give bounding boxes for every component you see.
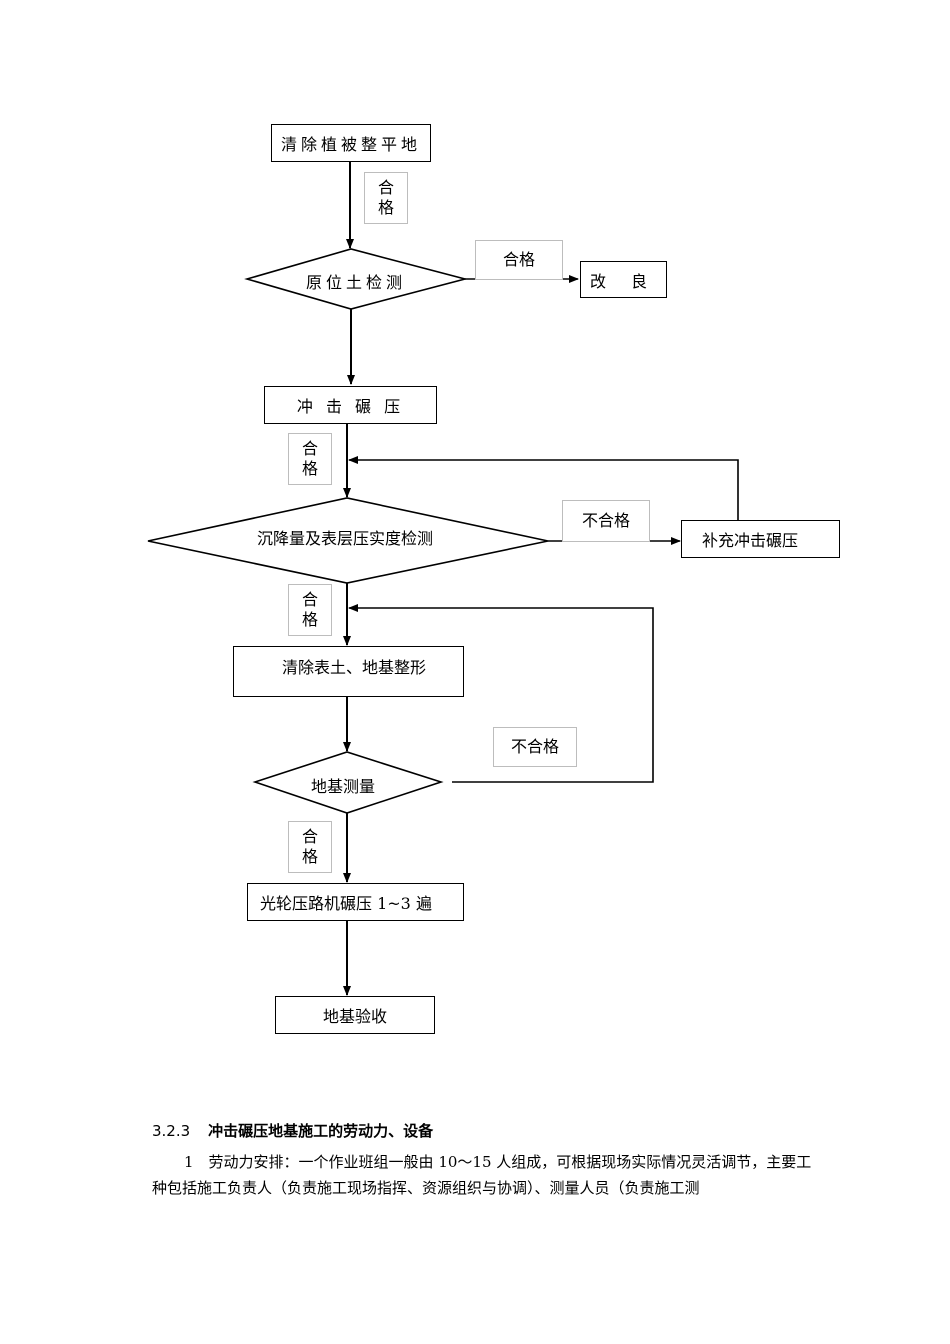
section-paragraph: 1 劳动力安排：一个作业班组一般由 10～15 人组成，可根据现场实际情况灵活调…	[152, 1153, 812, 1197]
arrow-supplement-loop	[348, 456, 739, 520]
node-supplement-compaction: 补充冲击碾压	[681, 520, 840, 558]
node-clear-vegetation: 清除植被整平地	[271, 124, 431, 162]
tag-fail-1: 不合格	[562, 500, 650, 542]
tag-pass-5-char-2: 格	[301, 847, 318, 866]
node-clear-topsoil: 清除表土、地基整形	[233, 646, 464, 697]
tag-pass-1-char-1: 合	[377, 178, 394, 197]
section-title: 冲击碾压地基施工的劳动力、设备	[208, 1122, 434, 1140]
tag-pass-2: 合格	[475, 240, 563, 280]
node-acceptance: 地基验收	[275, 996, 435, 1034]
tag-pass-3-char-2: 格	[301, 459, 318, 478]
tag-pass-5: 合 格	[288, 821, 332, 873]
foundation-survey-diamond	[252, 751, 444, 814]
label-settlement-test: 沉降量及表层压实度检测	[256, 529, 434, 548]
tag-pass-4-char-1: 合	[301, 590, 318, 609]
tag-pass-5-char-1: 合	[301, 827, 318, 846]
tag-pass-4: 合 格	[288, 584, 332, 636]
section-number: 3.2.3	[152, 1122, 191, 1140]
text-section: 3.2.3 冲击碾压地基施工的劳动力、设备 1 劳动力安排：一个作业班组一般由 1…	[152, 1120, 812, 1201]
arrow-survey-loop	[348, 604, 654, 783]
node-improve: 改 良	[580, 261, 667, 298]
flowchart: 清除植被整平地 改 良 冲 击 碾 压 补充冲击碾压 清除表土、地基整形 光轮压…	[147, 124, 840, 1034]
tag-pass-4-char-2: 格	[301, 610, 318, 629]
tag-fail-2: 不合格	[493, 727, 577, 767]
node-roller-compaction: 光轮压路机碾压 1~3 遍	[247, 883, 464, 921]
tag-pass-3: 合 格	[288, 433, 332, 485]
tag-pass-1: 合 格	[364, 172, 408, 224]
section-heading: 3.2.3 冲击碾压地基施工的劳动力、设备	[152, 1120, 812, 1141]
tag-pass-1-char-2: 格	[377, 198, 394, 217]
node-impact-compaction: 冲 击 碾 压	[264, 386, 437, 424]
tag-pass-3-char-1: 合	[301, 439, 318, 458]
flowchart-connectors	[147, 161, 739, 996]
label-in-situ-test: 原位土检测	[305, 273, 407, 292]
label-foundation-survey: 地基测量	[310, 777, 376, 796]
